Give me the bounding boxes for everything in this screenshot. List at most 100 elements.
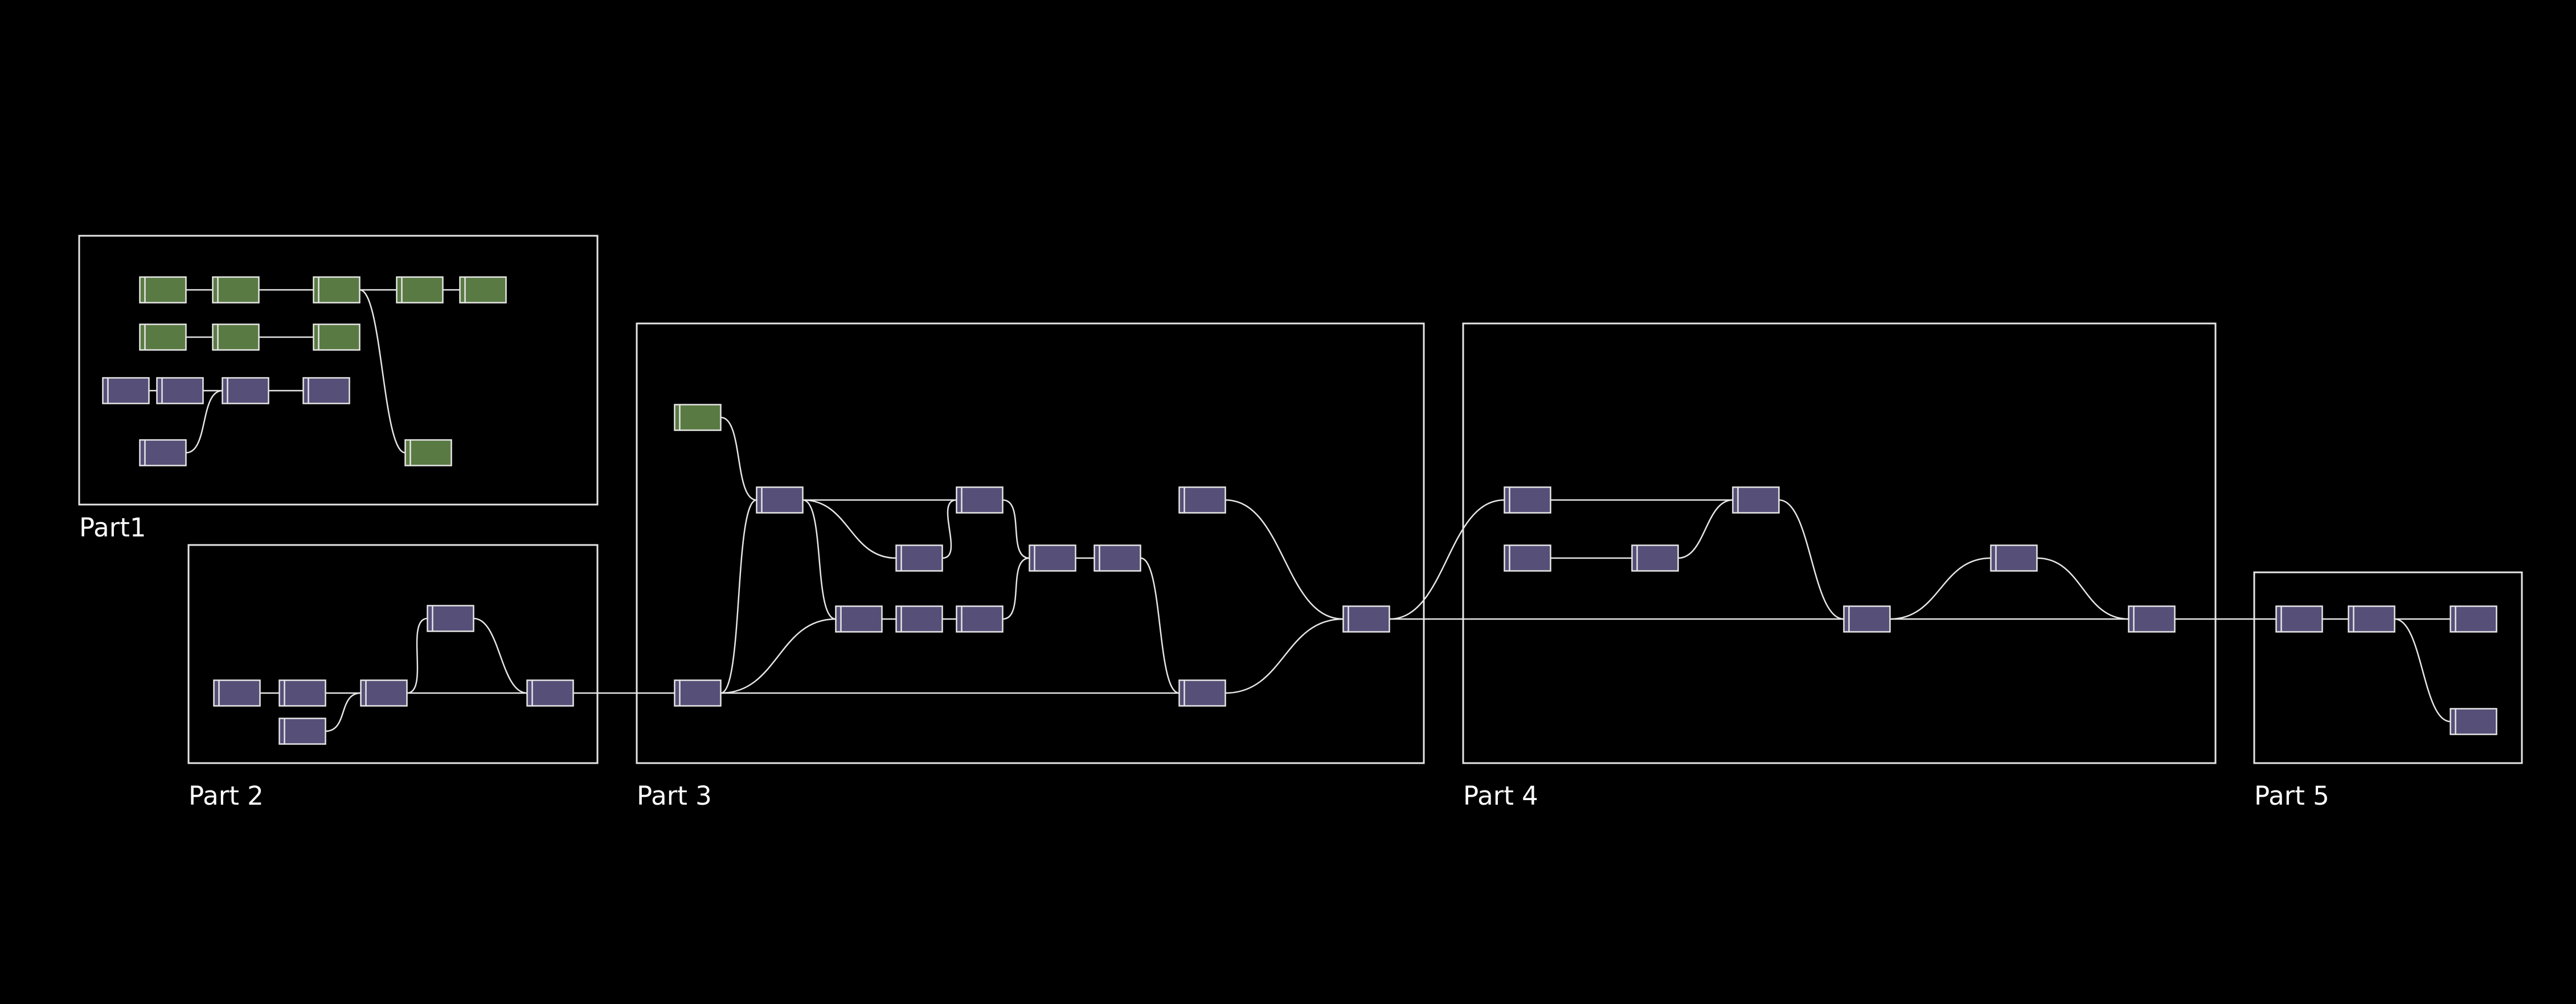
group-frames [78,235,2523,764]
edge-p3b-p3d [802,499,896,559]
node-body [1843,605,1891,633]
edge-p4c-p4d [1779,499,1844,620]
node-p3m[interactable] [1342,605,1390,633]
group-frame-part3 [636,322,1425,764]
node-p3c[interactable] [956,486,1004,514]
edge-p3d-p3c [942,499,957,559]
node-body [674,404,722,431]
node-body [1178,679,1226,707]
node-p3h[interactable] [956,605,1004,633]
group-label-part5: Part 5 [2254,781,2329,811]
node-p1a1[interactable] [139,276,187,304]
node-p4e[interactable] [1990,544,2038,572]
node-p1b2[interactable] [212,323,260,351]
node-p2c[interactable] [360,679,408,707]
edge-p2d-p2f [473,617,527,694]
node-p1a3[interactable] [313,276,361,304]
edge-p3g-p3b [720,416,757,501]
node-body [2450,605,2497,633]
node-body [139,439,187,466]
node-p1c4[interactable] [302,377,350,404]
node-p1c2[interactable] [156,377,204,404]
node-p3b[interactable] [756,486,804,514]
node-p2a[interactable] [213,679,261,707]
node-p3i[interactable] [1029,544,1076,572]
node-p3f[interactable] [835,605,883,633]
node-p3d[interactable] [895,544,943,572]
node-p2f[interactable] [526,679,574,707]
edge-p3l-p3m [1225,618,1344,694]
node-p4b[interactable] [1504,544,1551,572]
node-body [313,276,361,304]
node-p5c[interactable] [2450,605,2497,633]
node-p3e[interactable] [895,605,943,633]
edge-p1a3-p1e1 [359,289,406,454]
node-p3g[interactable] [674,404,722,431]
edge-p4g-p4c [1678,499,1733,559]
edge-p3m-p4a [1389,499,1505,620]
group-frame-part5 [2253,571,2523,764]
edge-p3c-p3i [1002,499,1030,559]
group-frame-part4 [1462,322,2217,764]
node-body [222,377,269,404]
node-p4f[interactable] [2128,605,2176,633]
node-p5a[interactable] [2275,605,2323,633]
node-p3a[interactable] [674,679,722,707]
node-p1a5[interactable] [459,276,507,304]
node-body [360,679,408,707]
node-body [956,605,1004,633]
node-body [956,486,1004,514]
node-body [102,377,150,404]
node-body [2450,708,2497,735]
node-p1a2[interactable] [212,276,260,304]
node-body [156,377,204,404]
edge-p3b-p3f [802,499,836,620]
node-p5d[interactable] [2450,708,2497,735]
node-body [1094,544,1141,572]
edge-p1d1-p1c3 [186,390,223,454]
node-p2d[interactable] [427,605,474,632]
node-body [139,276,187,304]
node-body [427,605,474,632]
node-p4a[interactable] [1504,486,1551,514]
node-p1d1[interactable] [139,439,187,466]
node-body [139,323,187,351]
node-body [404,439,452,466]
edge-p4d-p4e [1890,557,1991,620]
node-p3l[interactable] [1178,679,1226,707]
edge-layer [149,289,2451,732]
node-body [1504,544,1551,572]
node-p2e[interactable] [279,718,326,745]
node-body [895,544,943,572]
edge-p3k-p3m [1225,499,1344,620]
node-body [1504,486,1551,514]
group-label-part4: Part 4 [1463,781,1538,811]
node-p3j[interactable] [1094,544,1141,572]
node-body [396,276,444,304]
node-p4g[interactable] [1631,544,1679,572]
node-p3k[interactable] [1178,486,1226,514]
group-label-part1: Part1 [79,513,146,543]
node-body [1732,486,1780,514]
edge-p3j-p3l [1140,557,1180,694]
node-p1b1[interactable] [139,323,187,351]
node-p1c3[interactable] [222,377,269,404]
node-p2b[interactable] [279,679,326,707]
node-p4d[interactable] [1843,605,1891,633]
node-body [895,605,943,633]
node-body [279,679,326,707]
node-body [835,605,883,633]
node-p1c1[interactable] [102,377,150,404]
group-label-part2: Part 2 [189,781,264,811]
node-p5b[interactable] [2348,605,2395,633]
node-body [213,679,261,707]
node-p4c[interactable] [1732,486,1780,514]
node-p1b3[interactable] [313,323,361,351]
edge-p3h-p3i [1002,557,1030,620]
node-body [212,276,260,304]
node-p1a4[interactable] [396,276,444,304]
node-body [1029,544,1076,572]
node-p1e1[interactable] [404,439,452,466]
edge-p4e-p4f [2037,557,2129,620]
